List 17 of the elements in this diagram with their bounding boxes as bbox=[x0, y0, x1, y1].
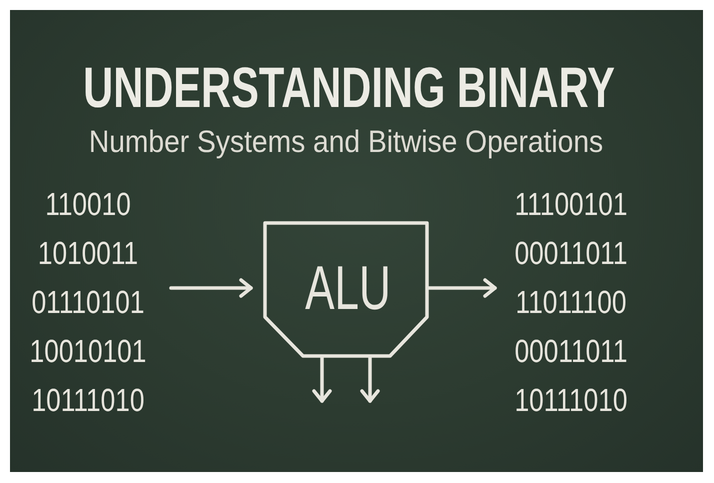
binary-number: 01110101 bbox=[32, 286, 144, 318]
arrow bbox=[427, 278, 497, 298]
arrow bbox=[312, 356, 332, 403]
binary-number: 1010011 bbox=[38, 236, 138, 269]
binary-number: 10111010 bbox=[514, 384, 628, 416]
binary-number: 11100101 bbox=[514, 188, 628, 220]
arrow bbox=[360, 356, 380, 403]
title: UNDERSTANDING BINARY bbox=[83, 60, 615, 117]
alu-label: ALU bbox=[305, 258, 391, 320]
binary-number: 10111010 bbox=[32, 384, 144, 416]
binary-number: 11011100 bbox=[516, 286, 626, 318]
binary-number: 00011011 bbox=[514, 236, 628, 269]
binary-number: 10010101 bbox=[30, 334, 146, 367]
binary-number: 110010 bbox=[45, 188, 131, 220]
arrow bbox=[169, 278, 253, 298]
binary-number: 00011011 bbox=[514, 334, 628, 367]
subtitle: Number Systems and Bitwise Operations bbox=[88, 126, 604, 157]
